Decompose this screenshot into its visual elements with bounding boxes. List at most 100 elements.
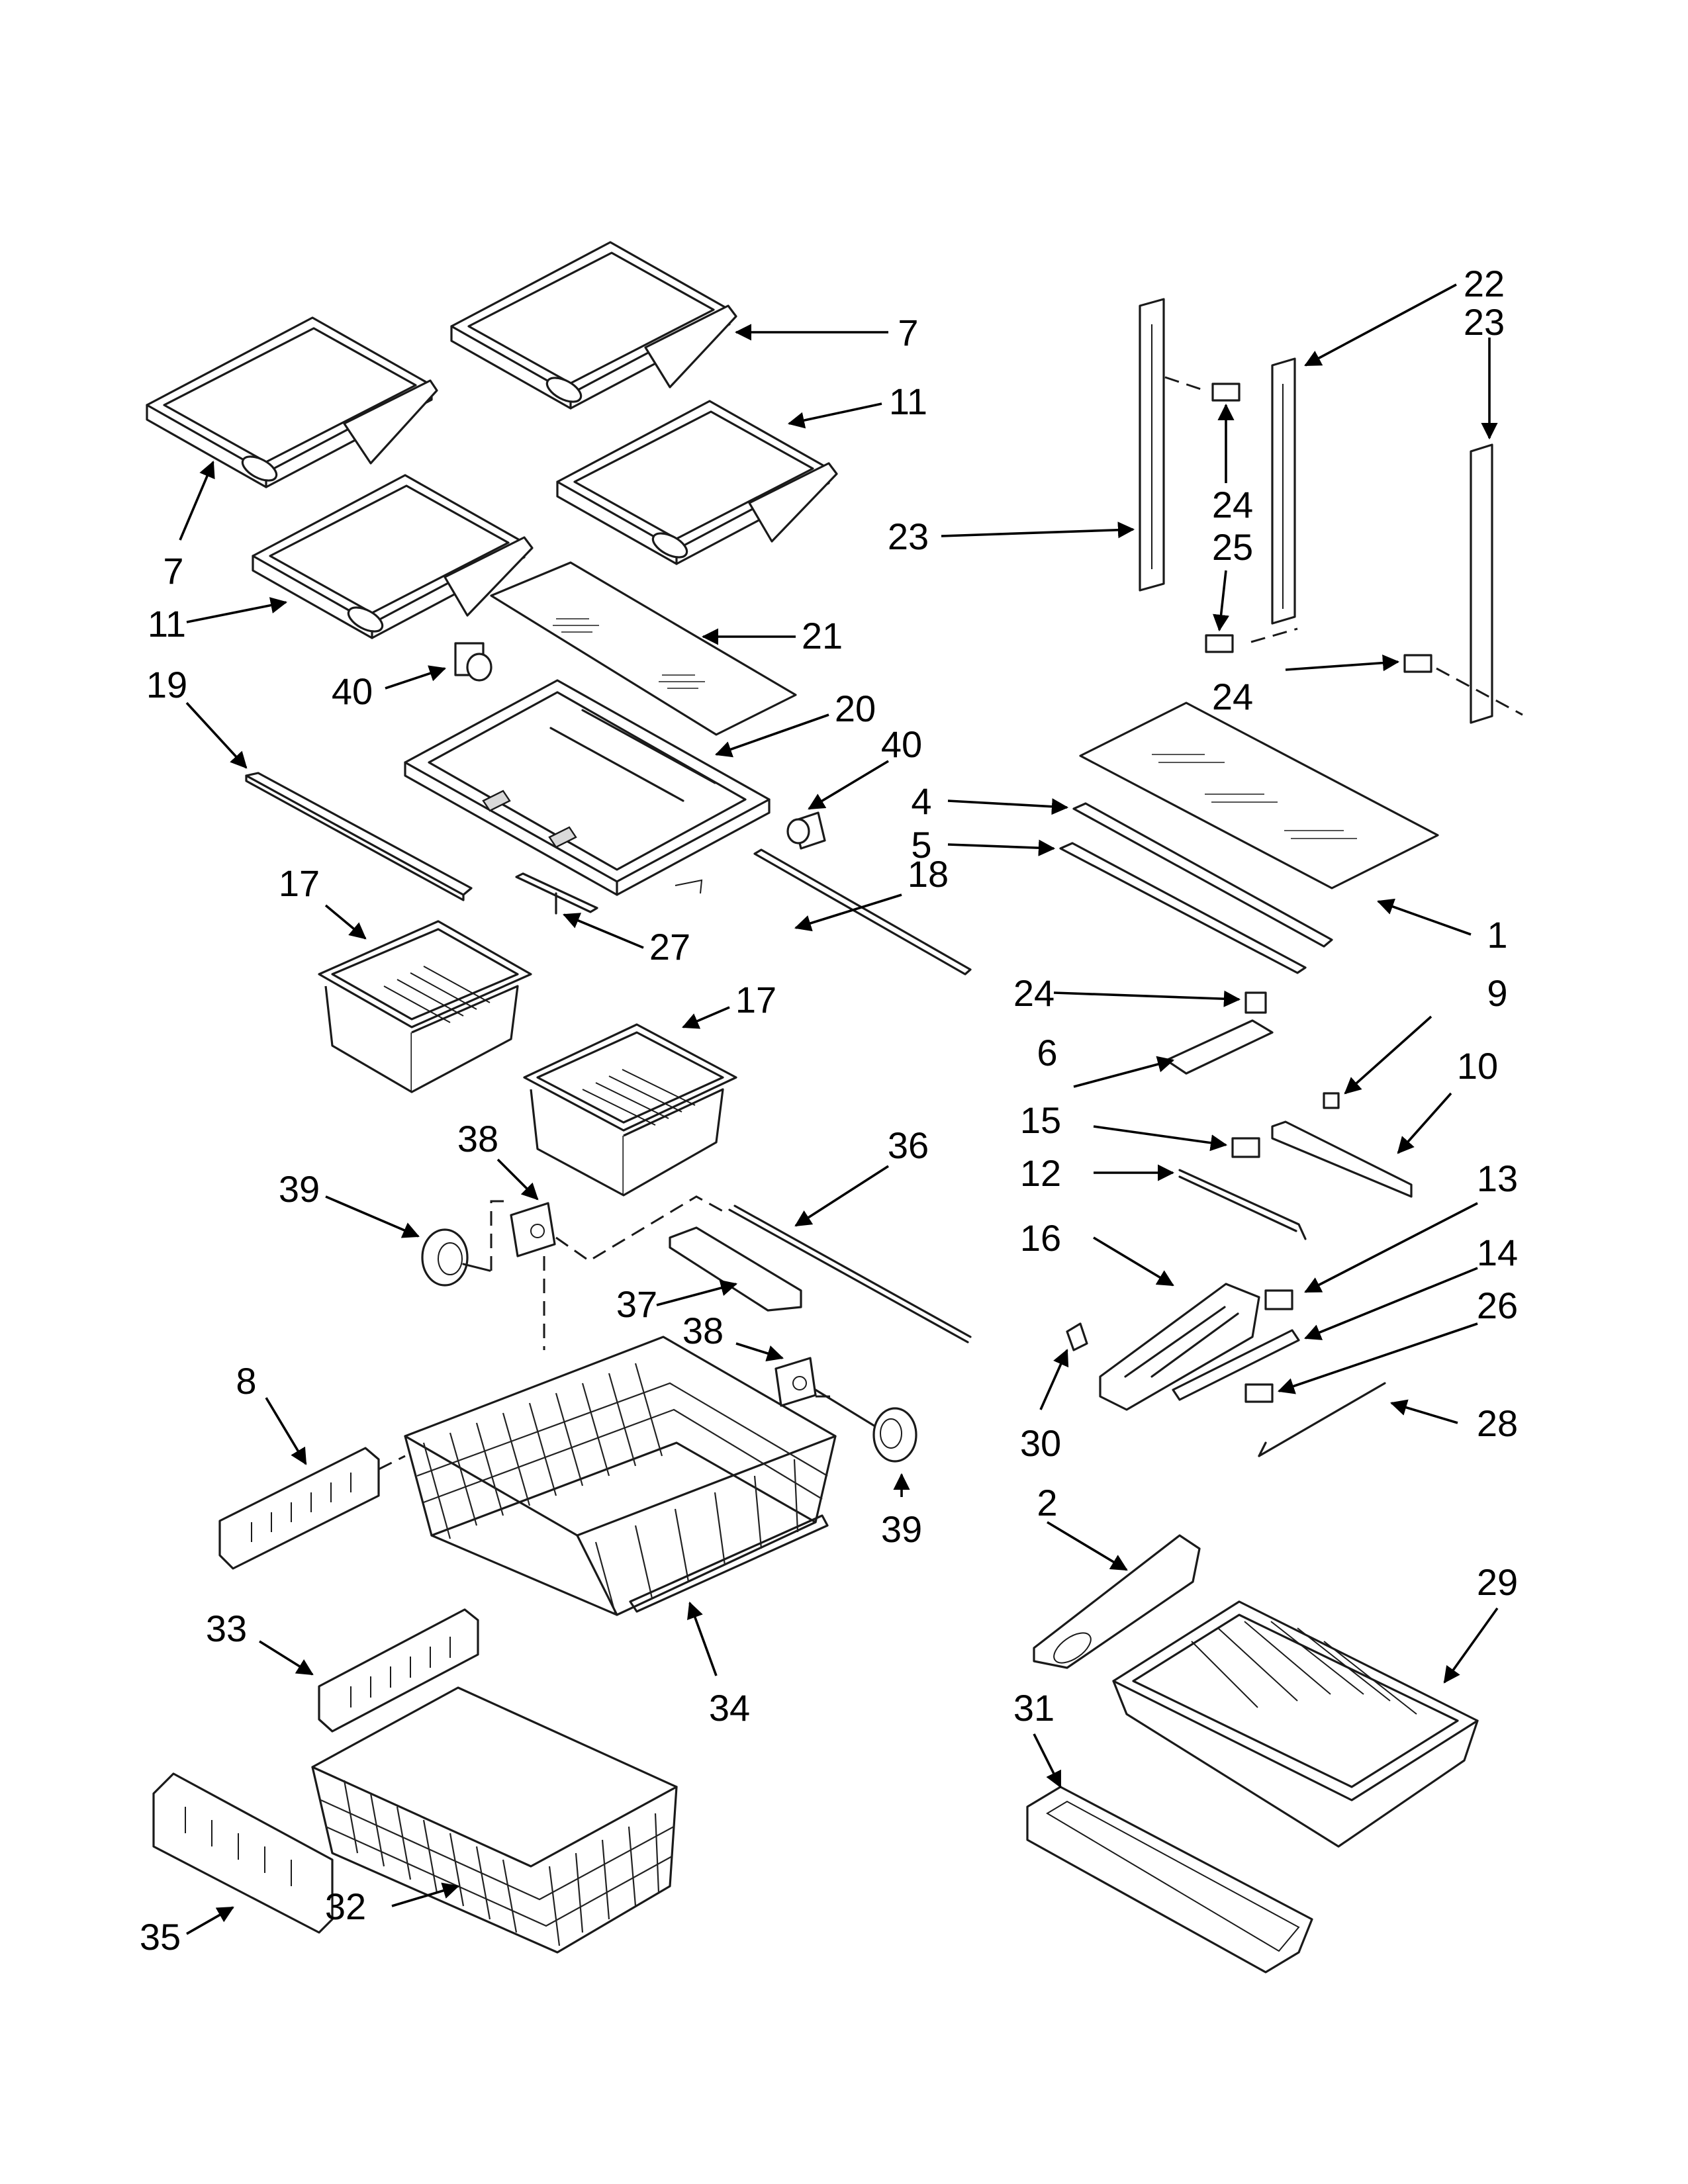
callout-22: 22 bbox=[1464, 263, 1505, 304]
slide-rail-37 bbox=[669, 1226, 802, 1312]
callout-19: 19 bbox=[146, 664, 187, 705]
trim-19 bbox=[245, 772, 473, 901]
callout-8: 8 bbox=[236, 1360, 256, 1402]
assembly-line-38-left bbox=[555, 1195, 724, 1262]
callout-11-right: 11 bbox=[889, 381, 927, 422]
callout-31: 31 bbox=[1013, 1687, 1055, 1729]
gear-39-left bbox=[421, 1228, 491, 1287]
rod-12 bbox=[1178, 1169, 1307, 1240]
divider-33 bbox=[318, 1608, 479, 1733]
screw-15 bbox=[1231, 1137, 1260, 1158]
callout-4: 4 bbox=[911, 780, 931, 822]
callout-35: 35 bbox=[140, 1916, 181, 1958]
callout-25: 25 bbox=[1212, 526, 1253, 568]
bracket-10 bbox=[1271, 1120, 1413, 1198]
screw-24-bottom bbox=[1244, 991, 1267, 1014]
bracket-6 bbox=[1165, 1019, 1274, 1075]
callout-13: 13 bbox=[1477, 1158, 1518, 1199]
callout-34: 34 bbox=[709, 1687, 750, 1729]
gear-39-right bbox=[814, 1388, 917, 1463]
handle-31 bbox=[1026, 1786, 1313, 1974]
callout-15: 15 bbox=[1020, 1099, 1061, 1141]
assembly-line-39-left bbox=[490, 1200, 511, 1271]
divider-8 bbox=[218, 1447, 380, 1570]
bracket-27 bbox=[515, 872, 598, 915]
callout-9: 9 bbox=[1487, 972, 1507, 1014]
glass-shelf-1 bbox=[1079, 702, 1439, 889]
callout-2: 2 bbox=[1037, 1482, 1057, 1524]
callout-23-right: 23 bbox=[1464, 301, 1505, 343]
divider-35 bbox=[152, 1772, 334, 1934]
callout-39-right: 39 bbox=[881, 1508, 922, 1550]
callout-11-left: 11 bbox=[148, 603, 186, 645]
callout-40-right: 40 bbox=[881, 723, 922, 765]
callout-30: 30 bbox=[1020, 1422, 1061, 1464]
rod-36 bbox=[728, 1205, 972, 1343]
callout-14: 14 bbox=[1477, 1232, 1518, 1273]
callout-28: 28 bbox=[1477, 1402, 1518, 1444]
callout-7-right: 7 bbox=[898, 312, 918, 353]
callout-12: 12 bbox=[1020, 1152, 1061, 1194]
tray-29 bbox=[1112, 1600, 1479, 1848]
rail-23-left bbox=[1139, 298, 1165, 592]
callout-16: 16 bbox=[1020, 1217, 1061, 1259]
callout-26: 26 bbox=[1477, 1285, 1518, 1326]
callout-33: 33 bbox=[206, 1608, 247, 1649]
crisper-drawer-17-left bbox=[318, 920, 532, 1093]
screw-25 bbox=[1205, 634, 1234, 653]
bracket-14 bbox=[1172, 1329, 1300, 1401]
callout-7-left: 7 bbox=[163, 550, 183, 592]
screw-13 bbox=[1264, 1289, 1293, 1310]
callout-40-left: 40 bbox=[332, 670, 373, 712]
rail-22 bbox=[1271, 357, 1296, 625]
callout-6: 6 bbox=[1037, 1032, 1057, 1073]
rod-28 bbox=[1258, 1382, 1386, 1457]
screw-26 bbox=[1244, 1383, 1274, 1403]
trim-4 bbox=[1072, 802, 1333, 948]
rail-23-right bbox=[1470, 443, 1493, 724]
clip-30 bbox=[1066, 1322, 1088, 1351]
assembly-line-24-top bbox=[1164, 376, 1205, 392]
callout-20: 20 bbox=[835, 688, 876, 729]
callout-5: 5 bbox=[911, 824, 931, 866]
wire-basket-32 bbox=[311, 1686, 678, 1954]
clip-40-left bbox=[454, 642, 492, 682]
bracket-38-left bbox=[510, 1202, 556, 1257]
screw-24-top bbox=[1211, 383, 1241, 402]
bracket-38-right bbox=[774, 1357, 817, 1407]
callout-17-left: 17 bbox=[279, 862, 320, 904]
wire-basket-34 bbox=[404, 1336, 837, 1616]
callout-18: 18 bbox=[908, 853, 949, 895]
clip-40-right bbox=[786, 811, 826, 850]
callout-27: 27 bbox=[649, 926, 690, 968]
leader-lines bbox=[179, 283, 1499, 1935]
callout-1: 1 bbox=[1487, 914, 1507, 956]
screw-24-right bbox=[1403, 654, 1432, 673]
assembly-line-24-right bbox=[1436, 667, 1523, 716]
callout-24-right: 24 bbox=[1212, 676, 1253, 717]
callout-23-left: 23 bbox=[888, 516, 929, 557]
callout-39-left: 39 bbox=[279, 1168, 320, 1210]
callout-24-bottom: 24 bbox=[1013, 972, 1055, 1014]
handle-2 bbox=[1033, 1534, 1201, 1669]
shelf-7-right bbox=[450, 241, 737, 410]
glass-shelf-21 bbox=[490, 561, 797, 736]
callout-21: 21 bbox=[802, 615, 843, 657]
housing-16 bbox=[1099, 1283, 1260, 1411]
crisper-cover-frame-20 bbox=[404, 679, 771, 896]
crisper-drawer-17-right bbox=[523, 1023, 737, 1197]
clip-9 bbox=[1323, 1092, 1340, 1109]
shelf-11-left bbox=[252, 474, 534, 639]
rod-18 bbox=[753, 848, 972, 976]
assembly-line-25 bbox=[1250, 627, 1298, 643]
callout-10: 10 bbox=[1457, 1045, 1498, 1087]
callout-32: 32 bbox=[325, 1886, 366, 1927]
shelf-11-right bbox=[556, 400, 838, 565]
callout-38-right: 38 bbox=[682, 1310, 724, 1351]
trim-5 bbox=[1059, 842, 1307, 974]
callout-37: 37 bbox=[616, 1283, 657, 1325]
callout-36: 36 bbox=[888, 1124, 929, 1166]
callout-24-top: 24 bbox=[1212, 484, 1253, 525]
assembly-line-8 bbox=[378, 1455, 406, 1471]
